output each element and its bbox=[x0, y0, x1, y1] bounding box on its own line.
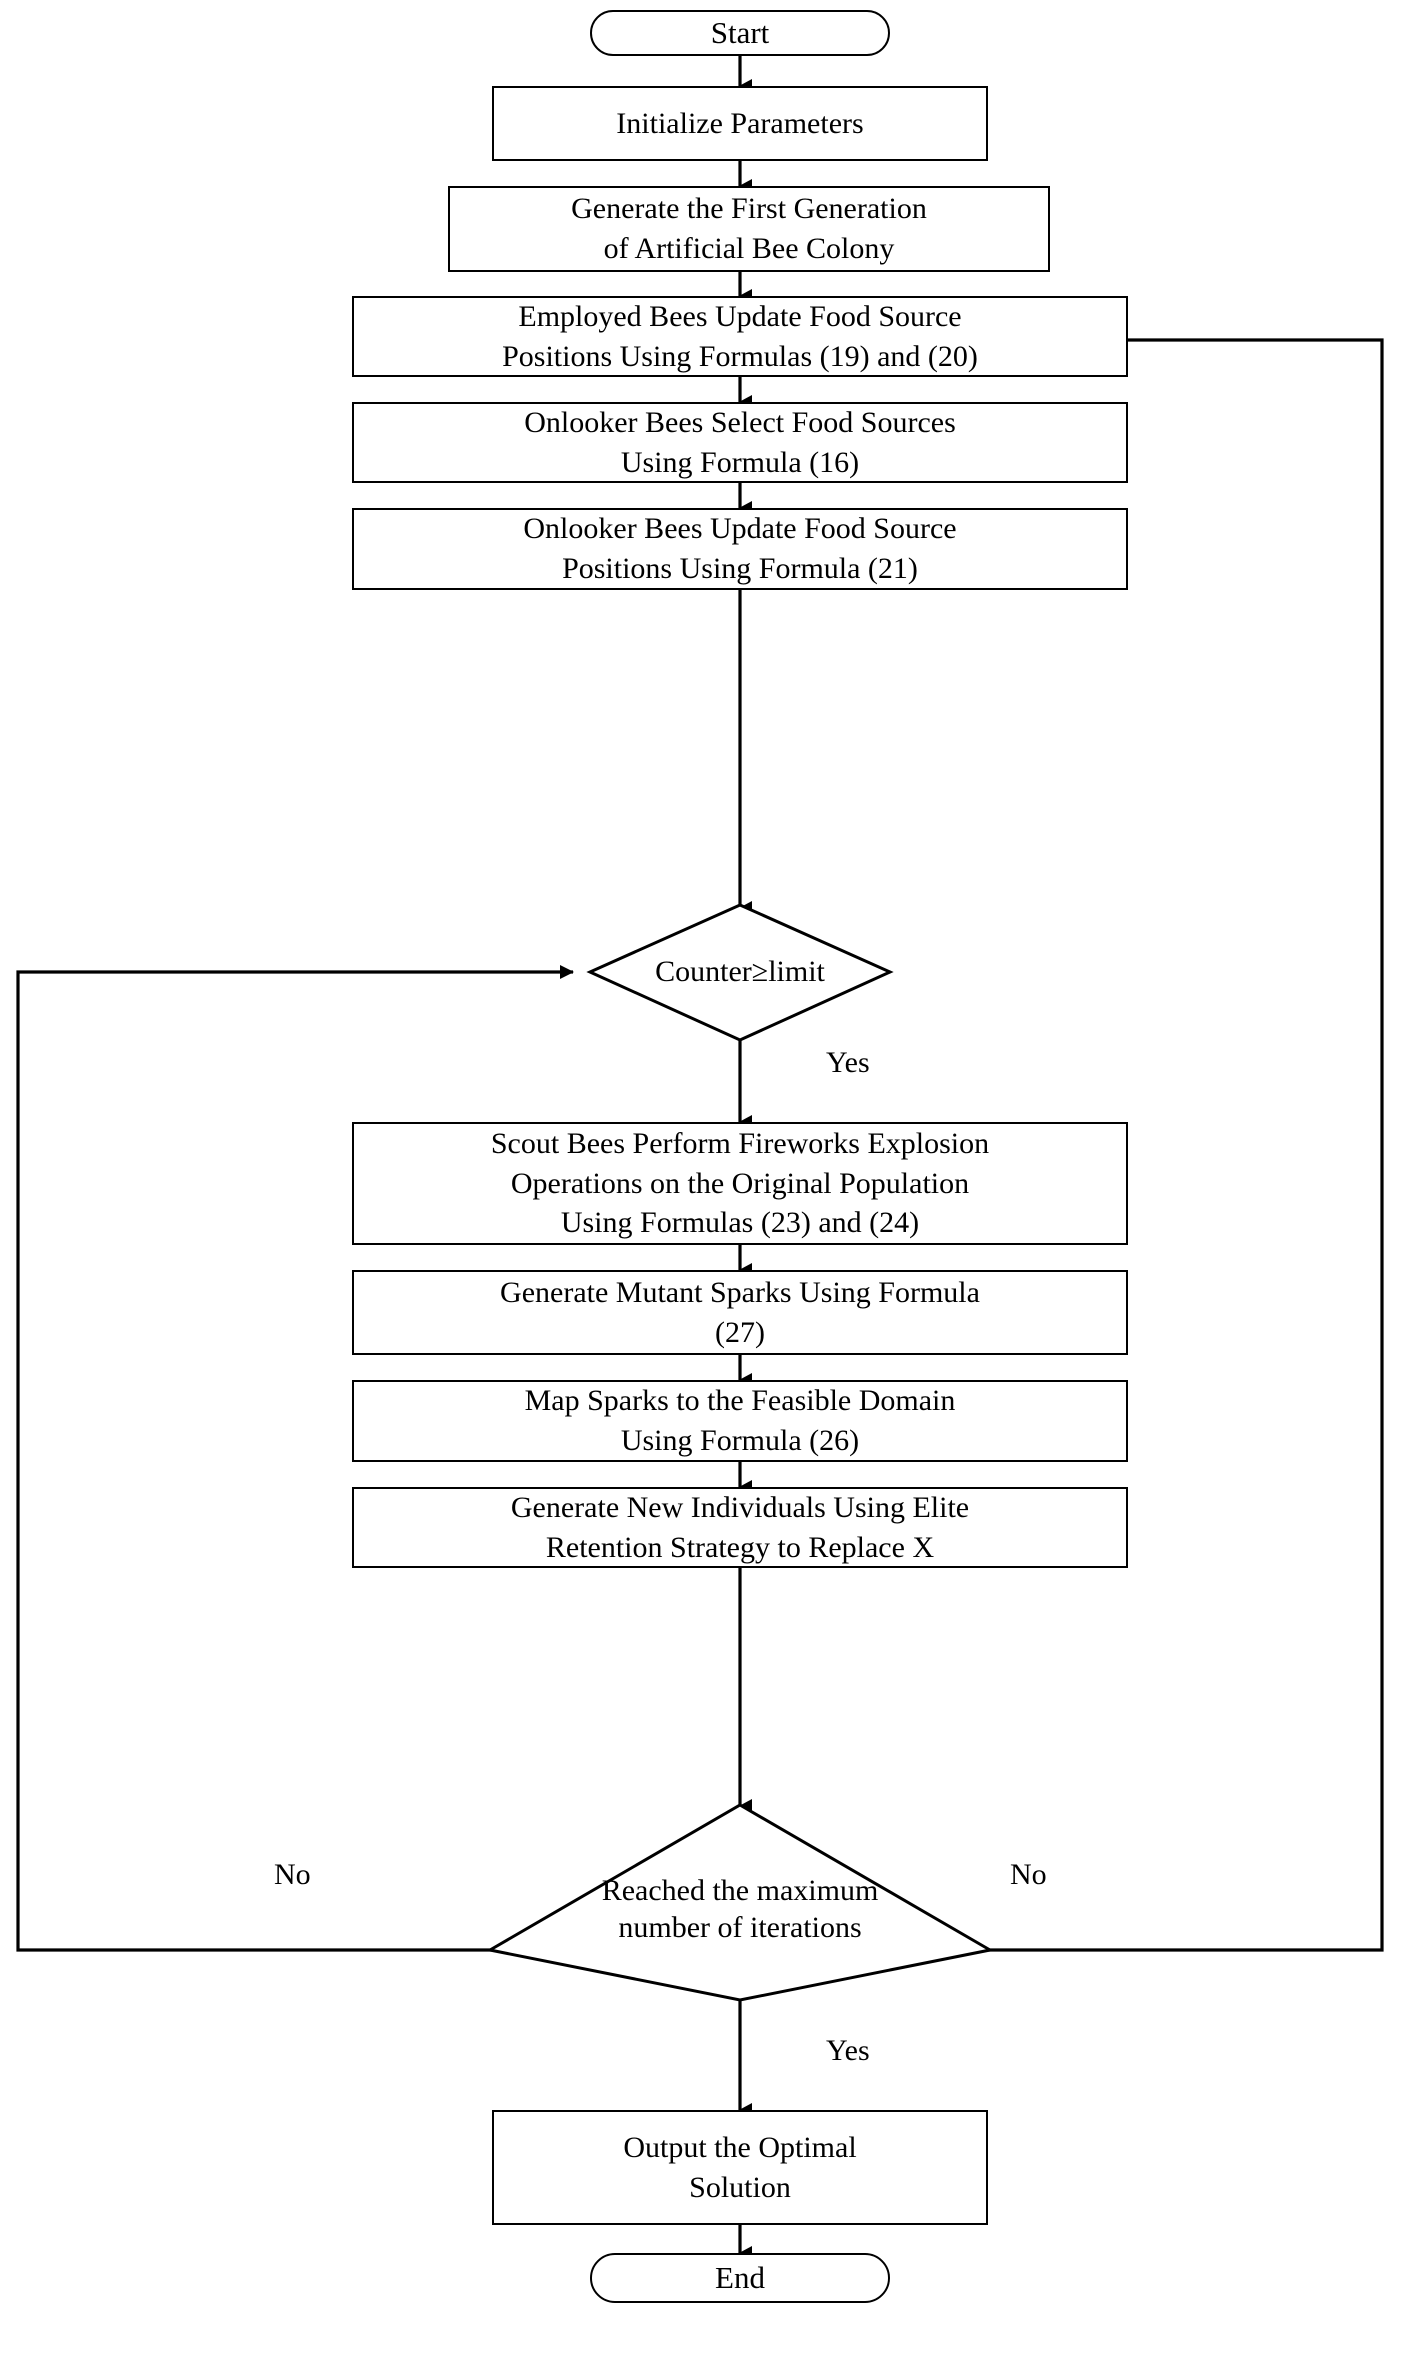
edge-label-maxiter-no-right-text: No bbox=[1010, 1858, 1047, 1891]
node-onlooker-update-label: Onlooker Bees Update Food Source Positio… bbox=[523, 512, 957, 585]
node-max-iterations-decision[interactable]: Reached the maximum number of iterations bbox=[520, 1872, 960, 1948]
node-scout-bees-label: Scout Bees Perform Fireworks Explosion O… bbox=[490, 1127, 990, 1240]
edge-label-maxiter-yes-text: Yes bbox=[826, 2034, 870, 2067]
node-employed-bees-label: Employed Bees Update Food Source Positio… bbox=[502, 299, 978, 373]
node-first-generation[interactable]: Generate the First Generation of Artific… bbox=[448, 186, 1050, 272]
edge-label-maxiter-no-left-text: No bbox=[274, 1858, 311, 1891]
node-onlooker-select-label: Onlooker Bees Select Food Sources Using … bbox=[524, 405, 956, 479]
node-map-sparks[interactable]: Map Sparks to the Feasible Domain Using … bbox=[352, 1380, 1128, 1462]
node-counter-limit-label: Counter≥limit bbox=[655, 954, 825, 988]
node-first-generation-label: Generate the First Generation of Artific… bbox=[571, 192, 927, 265]
node-map-sparks-label: Map Sparks to the Feasible Domain Using … bbox=[524, 1384, 956, 1457]
node-max-iterations-label: Reached the maximum number of iterations bbox=[601, 1874, 879, 1944]
edge-label-counter-yes-text: Yes bbox=[826, 1046, 870, 1079]
node-output-solution[interactable]: Output the Optimal Solution bbox=[492, 2110, 988, 2225]
node-counter-limit-decision[interactable]: Counter≥limit bbox=[560, 946, 920, 998]
node-end[interactable]: End bbox=[590, 2253, 890, 2303]
node-output-solution-label: Output the Optimal Solution bbox=[623, 2130, 857, 2204]
edge-label-maxiter-yes: Yes bbox=[826, 2036, 870, 2066]
node-start-label: Start bbox=[710, 14, 770, 50]
node-onlooker-select[interactable]: Onlooker Bees Select Food Sources Using … bbox=[352, 402, 1128, 483]
node-onlooker-update[interactable]: Onlooker Bees Update Food Source Positio… bbox=[352, 508, 1128, 590]
edge-label-counter-yes: Yes bbox=[826, 1048, 870, 1078]
node-employed-bees[interactable]: Employed Bees Update Food Source Positio… bbox=[352, 296, 1128, 377]
node-initialize-parameters[interactable]: Initialize Parameters bbox=[492, 86, 988, 161]
node-start[interactable]: Start bbox=[590, 10, 890, 56]
node-new-individuals[interactable]: Generate New Individuals Using Elite Ret… bbox=[352, 1487, 1128, 1568]
node-mutant-sparks[interactable]: Generate Mutant Sparks Using Formula (27… bbox=[352, 1270, 1128, 1355]
node-end-label: End bbox=[715, 2259, 765, 2295]
node-mutant-sparks-label: Generate Mutant Sparks Using Formula (27… bbox=[500, 1275, 980, 1349]
node-scout-bees[interactable]: Scout Bees Perform Fireworks Explosion O… bbox=[352, 1122, 1128, 1245]
node-initialize-parameters-label: Initialize Parameters bbox=[616, 106, 864, 140]
edge-label-maxiter-no-left: No bbox=[274, 1860, 311, 1890]
node-new-individuals-label: Generate New Individuals Using Elite Ret… bbox=[510, 1490, 970, 1564]
edge-label-maxiter-no-right: No bbox=[1010, 1860, 1047, 1890]
